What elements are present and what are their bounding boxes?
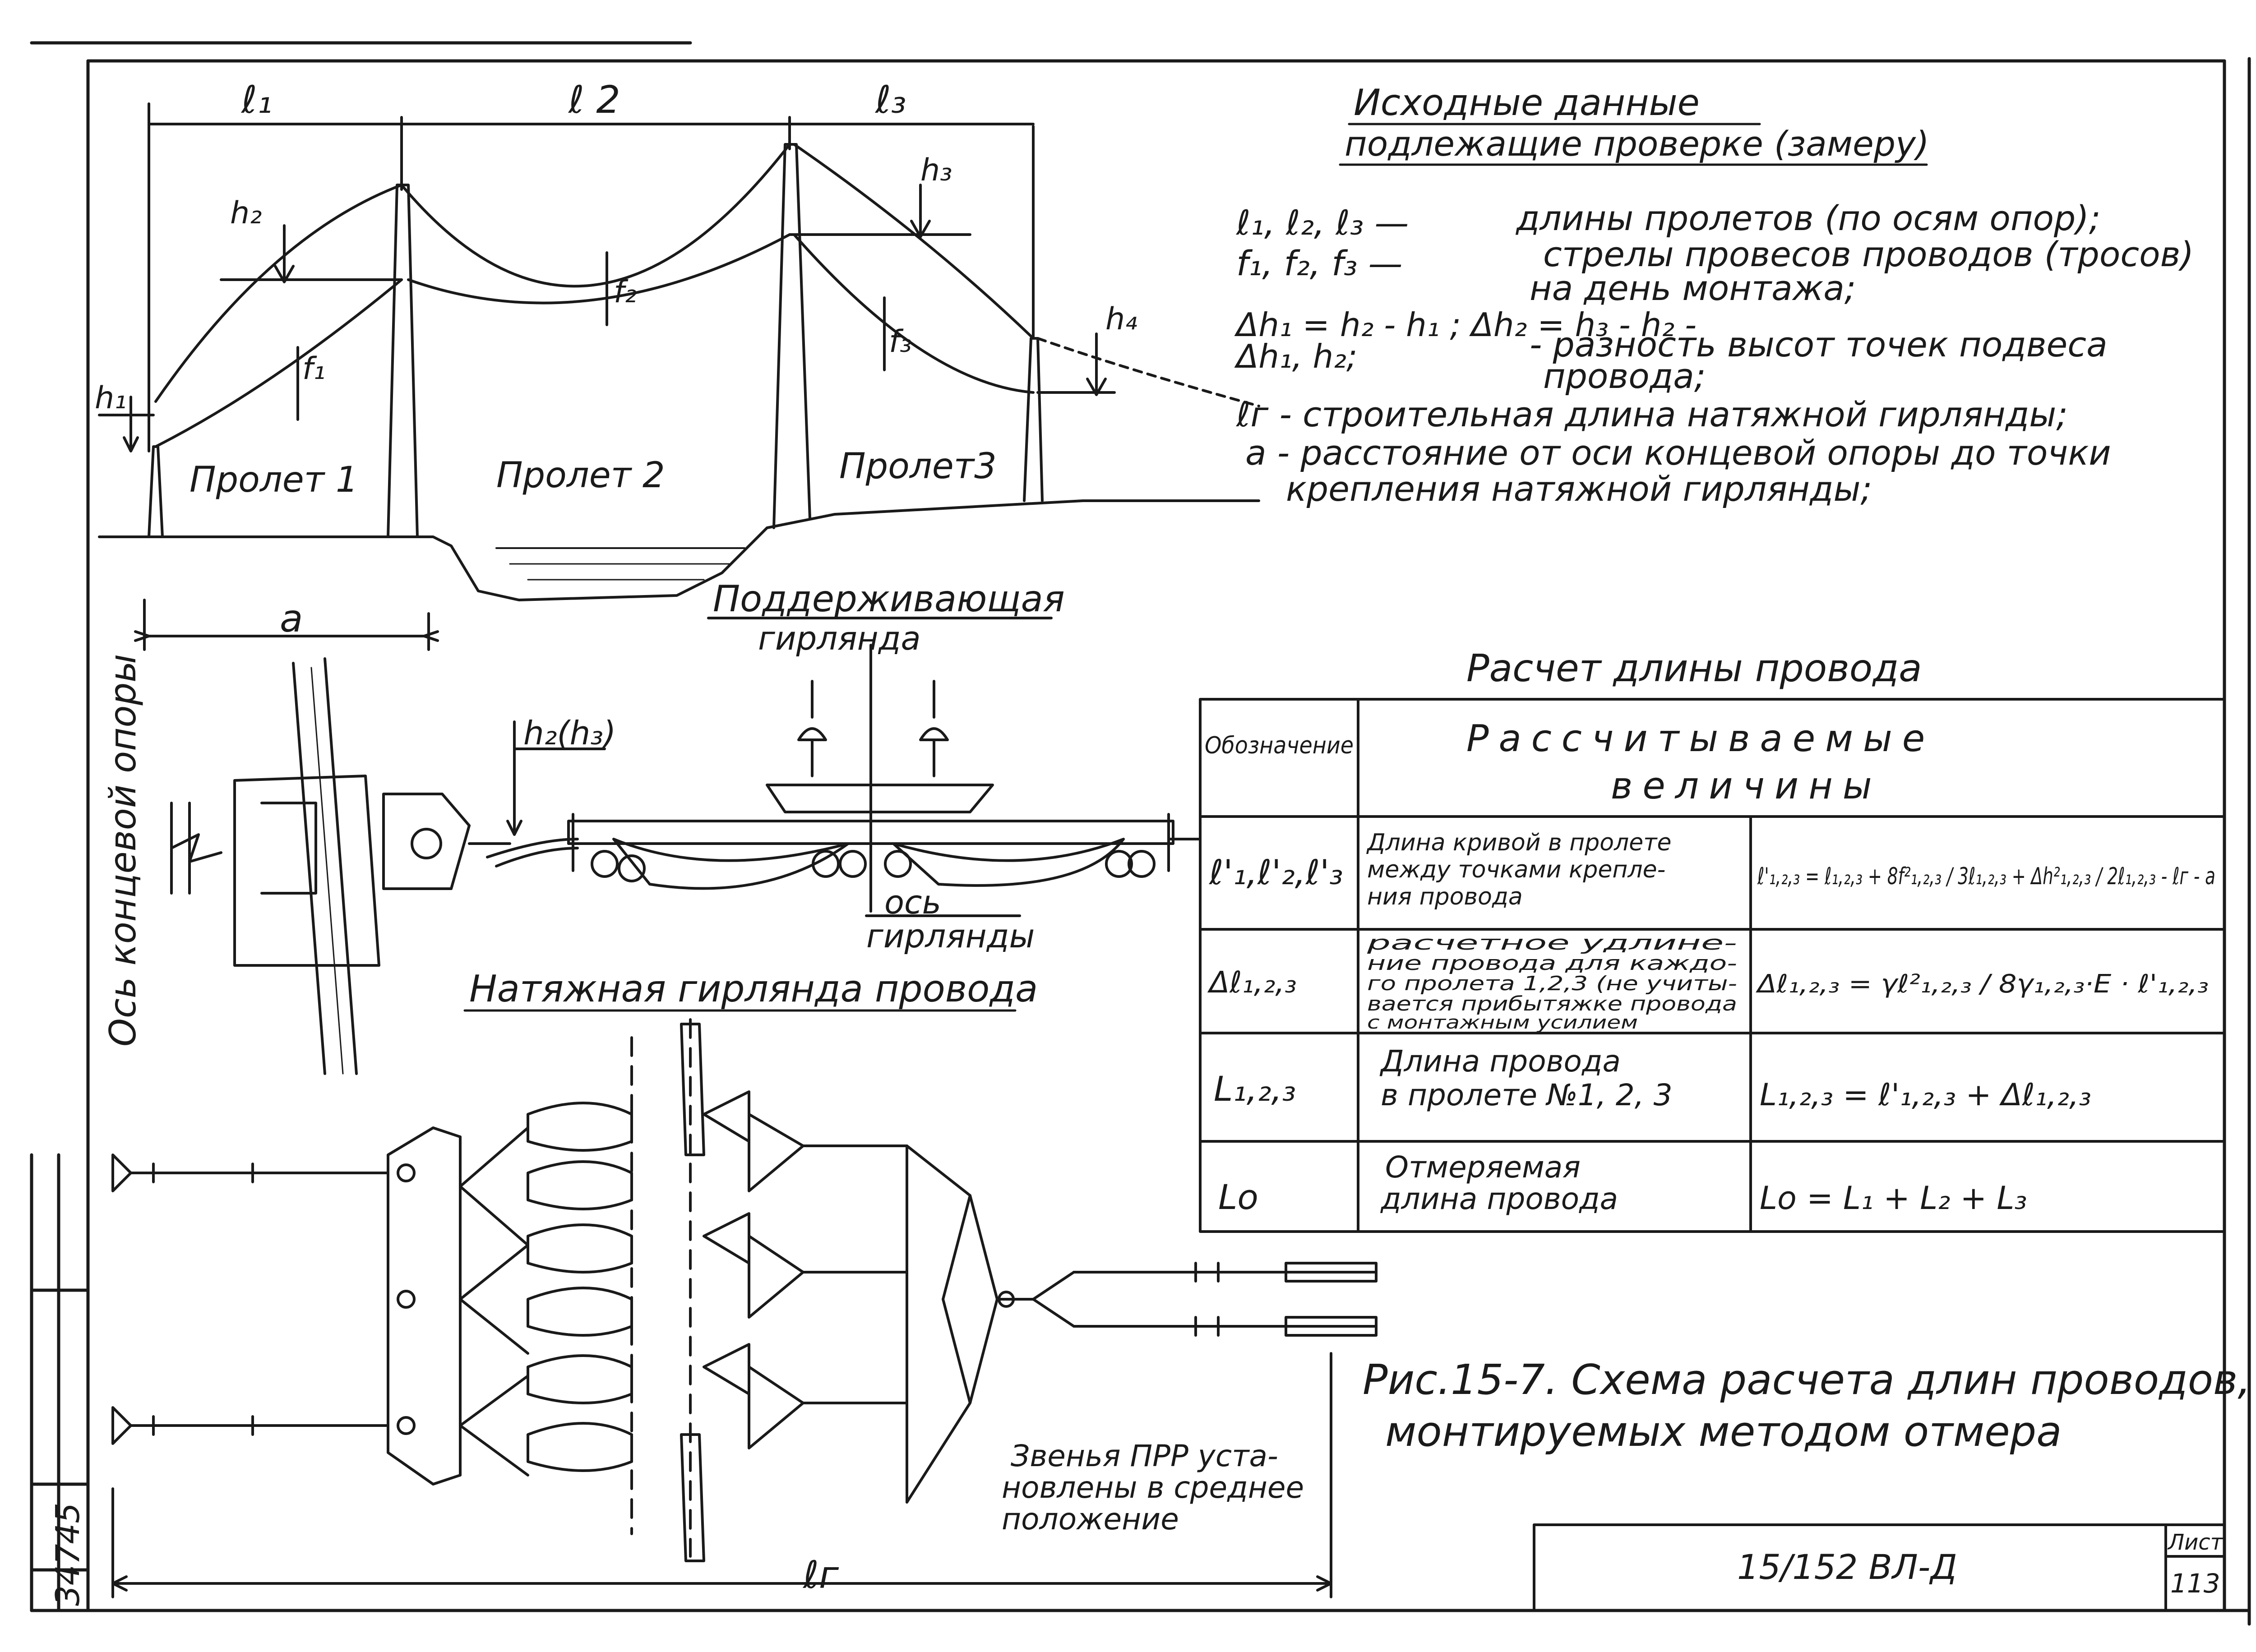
calc-row-1-desc-0: расчетное удлине-: [1366, 932, 1737, 955]
sheet-frame: [30, 41, 2251, 1626]
initial-data-sym-3: Δh₁ = h₂ - h₁ ; Δh₂ = h₃ - h₂ -: [1234, 306, 1697, 344]
calc-row-2-formula: L₁,₂,₃ = ℓ'₁,₂,₃ + Δℓ₁,₂,₃: [1760, 1077, 2091, 1113]
calc-row-3-desc-0: Отмеряемая: [1385, 1150, 1581, 1185]
caption-line-1: Рис.15-7. Схема расчета длин проводов,: [1363, 1356, 2251, 1404]
calc-row-1-desc-3: вается прибытяжке провода: [1367, 992, 1737, 1015]
garland-axis-label: ось: [884, 883, 941, 921]
calc-row-1-desc-4: с монтажным усилием: [1367, 1012, 1638, 1033]
label-f3: f₃: [889, 324, 912, 360]
title-block-text: 15/152 ВЛ-Д Лист 113 34745: [49, 1503, 2224, 1606]
span-profile: [98, 102, 1260, 601]
label-f2: f₂: [614, 274, 637, 310]
sheet-number: 113: [2170, 1568, 2220, 1599]
initial-data-sym-6: ℓг - строительная длина натяжной гирлянд…: [1235, 394, 2068, 434]
label-h2h3: h₂(h₃): [523, 714, 616, 752]
calc-table-text: Обозначение Рассчитываемые величины ℓ'₁,…: [1205, 717, 2215, 1217]
label-a: a: [280, 596, 303, 641]
label-f1: f₁: [302, 351, 325, 387]
detail-labels: a Ось концевой опоры h₂(h₃) Поддерживающ…: [102, 578, 1065, 1047]
calc-row-1-formula: Δℓ₁,₂,₃ = γℓ²₁,₂,₃ / 8γ₁,₂,₃·E · ℓ'₁,₂,₃: [1756, 969, 2209, 999]
initial-data-sym-8: крепления натяжной гирлянды;: [1286, 469, 1872, 509]
calc-row-0-desc-0: Длина кривой в пролете: [1366, 829, 1672, 856]
calc-row-0-symbol: ℓ'₁,ℓ'₂,ℓ'₃: [1208, 852, 1343, 892]
tower-4: [1023, 337, 1044, 502]
label-span3: Пролет3: [839, 446, 997, 487]
calc-row-2-desc-1: в пролете №1, 2, 3: [1381, 1078, 1673, 1112]
span-labels: ℓ₁ ℓ 2 ℓ₃ h₁ h₂ h₃ h₄ f₁ f₂ f₃ Пролет 1 …: [95, 78, 1137, 500]
calc-row-2-desc-0: Длина провода: [1379, 1044, 1621, 1079]
calc-title: Расчет длины провода: [1466, 646, 1922, 690]
label-lr: ℓг: [802, 1553, 839, 1597]
support-garland-subtitle: гирлянда: [758, 619, 921, 657]
initial-data-text-5: провода;: [1543, 356, 1706, 396]
label-h2: h₂: [230, 195, 262, 231]
initial-data-text-0: длины пролетов (по осям опор);: [1515, 198, 2101, 238]
initial-data-sym-4: Δh₁, h₂;: [1234, 337, 1357, 375]
calc-table-title: Расчет длины провода: [1466, 646, 1922, 690]
inventory-number: 34745: [49, 1503, 87, 1606]
calc-row-0-formula: ℓ'₁,₂,₃ = ℓ₁,₂,₃ + 8f²₁,₂,₃ / 3ℓ₁,₂,₃ + …: [1757, 863, 2215, 890]
initial-data-sym-1: f₁, f₂, f₃ —: [1236, 243, 1402, 283]
calc-table: [1199, 698, 2226, 1233]
calc-row-1-symbol: Δℓ₁,₂,₃: [1207, 965, 1297, 1000]
calc-row-0-desc-1: между точками крепле-: [1367, 856, 1665, 883]
label-span1: Пролет 1: [190, 460, 358, 500]
calc-header-col1: Обозначение: [1205, 732, 1354, 759]
calc-header-col2b: величины: [1611, 765, 1882, 808]
suspension-detail: [134, 599, 1202, 1075]
label-l2: ℓ 2: [568, 78, 620, 122]
initial-data-sym-0: ℓ₁, ℓ₂, ℓ₃ —: [1235, 203, 1409, 243]
title-block: [1533, 1523, 2226, 1612]
calc-row-3-formula: Lо = L₁ + L₂ + L₃: [1760, 1180, 2027, 1217]
label-span2: Пролет 2: [496, 455, 665, 496]
caption-line-2: монтируемых методом отмера: [1385, 1407, 2062, 1456]
calc-row-2-symbol: L₁,₂,₃: [1214, 1069, 1296, 1109]
tower-axis-label: Ось концевой опоры: [102, 654, 144, 1047]
label-l3: ℓ₃: [874, 78, 906, 122]
support-garland-title: Поддерживающая: [713, 578, 1065, 620]
initial-data-text-4: - разность высот точек подвеса: [1530, 324, 2108, 365]
label-l1: ℓ₁: [240, 78, 272, 122]
calc-row-1-desc-1: ние провода для каждо-: [1367, 952, 1737, 975]
initial-data-subtitle: подлежащие проверке (замеру): [1345, 124, 1929, 164]
initial-data-title: Исходные данные: [1354, 82, 1700, 124]
initial-data: Исходные данные подлежащие проверке (зам…: [1234, 82, 2194, 509]
figure-caption: Рис.15-7. Схема расчета длин проводов, м…: [1363, 1356, 2251, 1456]
calc-header-col2a: Рассчитываемые: [1466, 717, 1935, 760]
sheet-label: Лист: [2167, 1530, 2224, 1555]
label-h1: h₁: [95, 380, 126, 416]
doc-number: 15/152 ВЛ-Д: [1737, 1547, 1957, 1587]
tension-title: Натяжная гирлянда провода: [469, 968, 1038, 1011]
garland-axis-label-2: гирлянды: [866, 917, 1035, 955]
label-h3: h₃: [920, 152, 952, 188]
tension-labels: Натяжная гирлянда провода ℓг Звенья ПРР …: [463, 968, 1304, 1597]
tower-1: [148, 445, 164, 538]
initial-data-sym-7: a - расстояние от оси концевой опоры до …: [1245, 433, 2111, 473]
calc-row-1-desc-2: го пролета 1,2,3 (не учиты-: [1367, 972, 1737, 995]
initial-data-text-1: стрелы провесов проводов (тросов): [1543, 234, 2194, 274]
calc-row-3-symbol: Lо: [1218, 1177, 1258, 1217]
calc-row-3-desc-1: длина провода: [1380, 1181, 1618, 1216]
initial-data-text-2: на день монтажа;: [1530, 268, 1856, 308]
label-h4: h₄: [1105, 301, 1137, 337]
tower-3: [772, 143, 811, 529]
tension-note-2: новлены в среднее: [1002, 1470, 1304, 1505]
tension-note-1: Звенья ПРР уста-: [1011, 1439, 1278, 1473]
tension-note-3: положение: [1002, 1502, 1179, 1537]
tension-garland: [111, 1018, 1378, 1598]
tower-2: [387, 184, 419, 538]
calc-row-0-desc-2: ния провода: [1367, 883, 1523, 910]
